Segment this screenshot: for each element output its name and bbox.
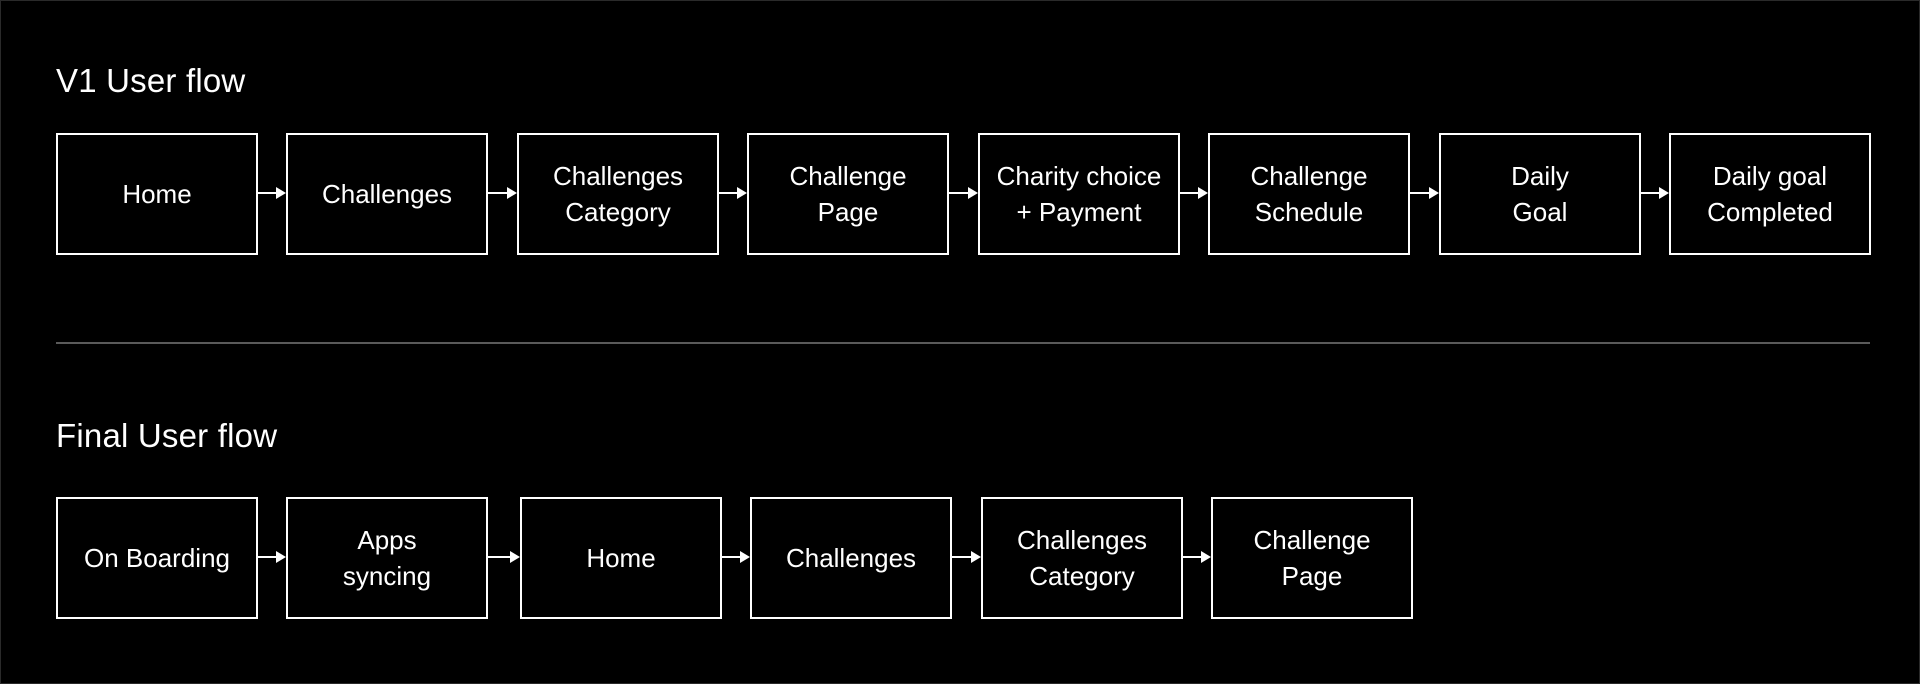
arrow-right-icon bbox=[507, 187, 517, 199]
arrow-right-icon bbox=[1659, 187, 1669, 199]
arrow-right-icon bbox=[737, 187, 747, 199]
v1-step-label: Challenges Category bbox=[552, 161, 684, 227]
final-step-label: Challenges bbox=[785, 543, 917, 573]
final-step-label: Home bbox=[586, 543, 656, 573]
v1-flow-title: V1 User flow bbox=[56, 62, 246, 99]
arrow-right-icon bbox=[1198, 187, 1208, 199]
v1-step-4: Challenge Page bbox=[747, 133, 949, 255]
final-step-label: Challenges Category bbox=[1016, 525, 1148, 591]
final-step-5: Challenges Category bbox=[981, 497, 1183, 619]
v1-step-8: Daily goal Completed bbox=[1669, 133, 1871, 255]
v1-connector-line bbox=[1410, 192, 1429, 194]
section-divider bbox=[56, 342, 1870, 344]
final-step-2: Apps syncing bbox=[286, 497, 488, 619]
final-flow-title: Final User flow bbox=[56, 417, 278, 454]
v1-step-label: Daily Goal bbox=[1511, 161, 1569, 227]
v1-connector-line bbox=[1180, 192, 1198, 194]
v1-step-label: Challenge Schedule bbox=[1250, 161, 1368, 227]
arrow-right-icon bbox=[971, 551, 981, 563]
arrow-right-icon bbox=[276, 551, 286, 563]
v1-connector-line bbox=[949, 192, 968, 194]
arrow-right-icon bbox=[276, 187, 286, 199]
v1-step-7: Daily Goal bbox=[1439, 133, 1641, 255]
final-step-6: Challenge Page bbox=[1211, 497, 1413, 619]
final-connector-line bbox=[722, 556, 740, 558]
final-step-4: Challenges bbox=[750, 497, 952, 619]
final-connector-line bbox=[952, 556, 971, 558]
v1-connector-line bbox=[258, 192, 276, 194]
v1-step-label: Charity choice + Payment bbox=[996, 161, 1162, 227]
arrow-right-icon bbox=[968, 187, 978, 199]
final-step-label: Apps syncing bbox=[342, 525, 432, 591]
v1-step-label: Challenges bbox=[321, 179, 453, 209]
v1-step-label: Challenge Page bbox=[789, 161, 907, 227]
v1-step-label: Daily goal Completed bbox=[1707, 161, 1833, 227]
v1-connector-line bbox=[719, 192, 737, 194]
v1-step-6: Challenge Schedule bbox=[1208, 133, 1410, 255]
v1-step-2: Challenges bbox=[286, 133, 488, 255]
final-step-3: Home bbox=[520, 497, 722, 619]
final-connector-line bbox=[258, 556, 276, 558]
arrow-right-icon bbox=[1201, 551, 1211, 563]
v1-step-3: Challenges Category bbox=[517, 133, 719, 255]
v1-step-5: Charity choice + Payment bbox=[978, 133, 1180, 255]
v1-connector-line bbox=[1641, 192, 1659, 194]
v1-connector-line bbox=[488, 192, 507, 194]
final-step-1: On Boarding bbox=[56, 497, 258, 619]
final-connector-line bbox=[1183, 556, 1201, 558]
final-step-label: On Boarding bbox=[84, 543, 230, 573]
arrow-right-icon bbox=[510, 551, 520, 563]
final-connector-line bbox=[488, 556, 510, 558]
arrow-right-icon bbox=[1429, 187, 1439, 199]
arrow-right-icon bbox=[740, 551, 750, 563]
v1-step-label: Home bbox=[122, 179, 192, 209]
final-step-label: Challenge Page bbox=[1253, 525, 1371, 591]
v1-step-1: Home bbox=[56, 133, 258, 255]
